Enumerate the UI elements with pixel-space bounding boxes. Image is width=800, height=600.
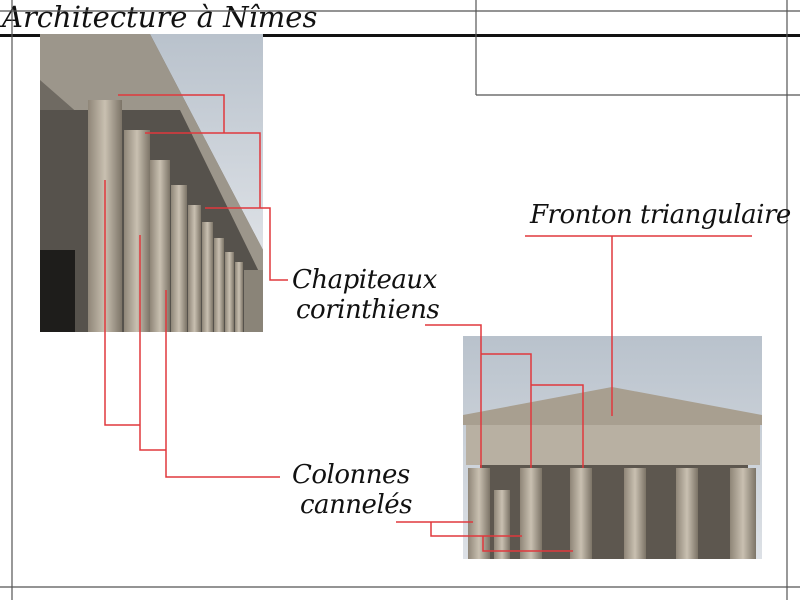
label-capitals-line2: corinthiens bbox=[296, 295, 440, 325]
label-columns-line2: cannelés bbox=[300, 490, 412, 520]
leader-r-capital-1 bbox=[425, 324, 482, 468]
leader-r-capital-3 bbox=[531, 384, 584, 468]
leader-r-capital-2 bbox=[481, 353, 532, 468]
leader-capital-1 bbox=[118, 94, 225, 133]
photo-temple-side-view bbox=[40, 34, 263, 332]
leader-r-column-2 bbox=[430, 522, 522, 537]
leader-column-2 bbox=[139, 235, 166, 451]
leader-column-1 bbox=[104, 180, 140, 426]
leader-capital-2 bbox=[145, 132, 261, 208]
label-capitals: Chapiteaux corinthiens bbox=[292, 265, 440, 325]
leader-r-column-3 bbox=[482, 536, 573, 552]
leader-column-3 bbox=[165, 290, 280, 478]
label-capitals-line1: Chapiteaux bbox=[292, 265, 437, 295]
leader-capital-3 bbox=[205, 207, 288, 281]
label-columns: Colonnes cannelés bbox=[292, 460, 412, 520]
label-pediment: Fronton triangulaire bbox=[530, 200, 791, 230]
page-title: Architecture à Nîmes bbox=[0, 0, 800, 37]
label-columns-line1: Colonnes bbox=[292, 460, 410, 490]
leader-lines bbox=[104, 94, 752, 552]
